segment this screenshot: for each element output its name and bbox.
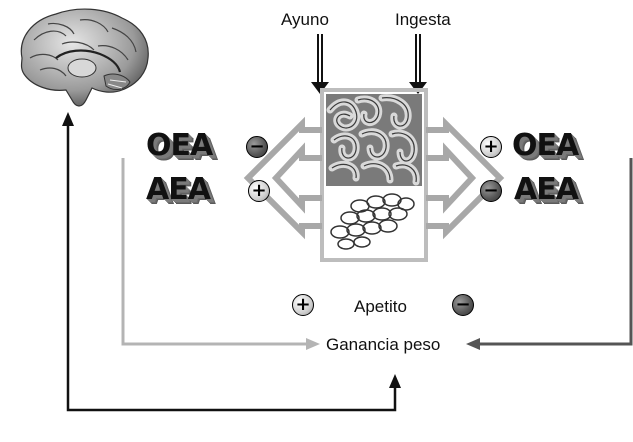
fasting-arrow (311, 34, 329, 94)
right-oea-plus-icon: + (480, 136, 502, 158)
left-oea-label: OEA (146, 128, 212, 163)
brain-illustration (21, 9, 148, 106)
appetite-plus-icon: + (292, 294, 314, 316)
right-aea-minus-icon: − (480, 180, 502, 202)
left-oea-minus-icon: − (246, 136, 268, 158)
intake-label: Ingesta (395, 10, 451, 30)
intake-arrow (409, 34, 427, 94)
appetite-minus-icon: − (452, 294, 474, 316)
left-aea-plus-icon: + (248, 180, 270, 202)
right-oea-label: OEA (512, 128, 578, 163)
right-aea-label: AEA (514, 172, 578, 207)
adipose-tissue-illustration (326, 190, 422, 256)
appetite-label: Apetito (354, 297, 407, 317)
weight-gain-label: Ganancia peso (326, 335, 440, 355)
intestine-photo (326, 94, 422, 186)
fasting-label: Ayuno (281, 10, 329, 30)
left-aea-label: AEA (146, 172, 210, 207)
